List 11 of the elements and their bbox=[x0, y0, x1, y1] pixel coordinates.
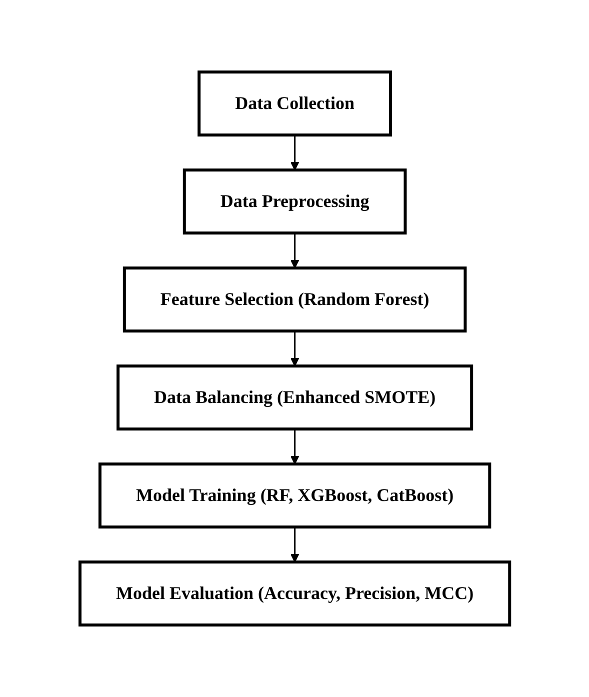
node-box: Model Evaluation (Accuracy, Precision, MCC) bbox=[78, 560, 511, 626]
arrow bbox=[290, 527, 299, 562]
node-box: Feature Selection (Random Forest) bbox=[122, 266, 466, 332]
arrow bbox=[290, 233, 299, 268]
node-box: Data Preprocessing bbox=[182, 168, 406, 234]
node-box: Data Collection bbox=[197, 70, 392, 136]
arrow bbox=[290, 135, 299, 170]
node-box: Data Balancing (Enhanced SMOTE) bbox=[116, 364, 473, 430]
arrow bbox=[290, 331, 299, 366]
arrow bbox=[290, 429, 299, 464]
node-box: Model Training (RF, XGBoost, CatBoost) bbox=[98, 462, 491, 528]
